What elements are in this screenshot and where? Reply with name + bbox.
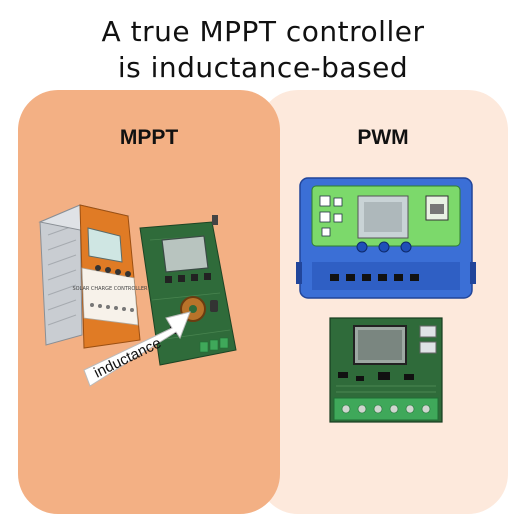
mppt-case-text: SOLAR CHARGE CONTROLLER [72,286,148,292]
title-line-1: A true MPPT controller [101,15,425,48]
title: A true MPPT controller is inductance-bas… [0,14,526,86]
mppt-label: MPPT [119,126,179,149]
pwm-label: PWM [357,126,409,149]
pwm-panel: PWM [258,90,508,514]
title-line-2: is inductance-based [117,51,409,84]
